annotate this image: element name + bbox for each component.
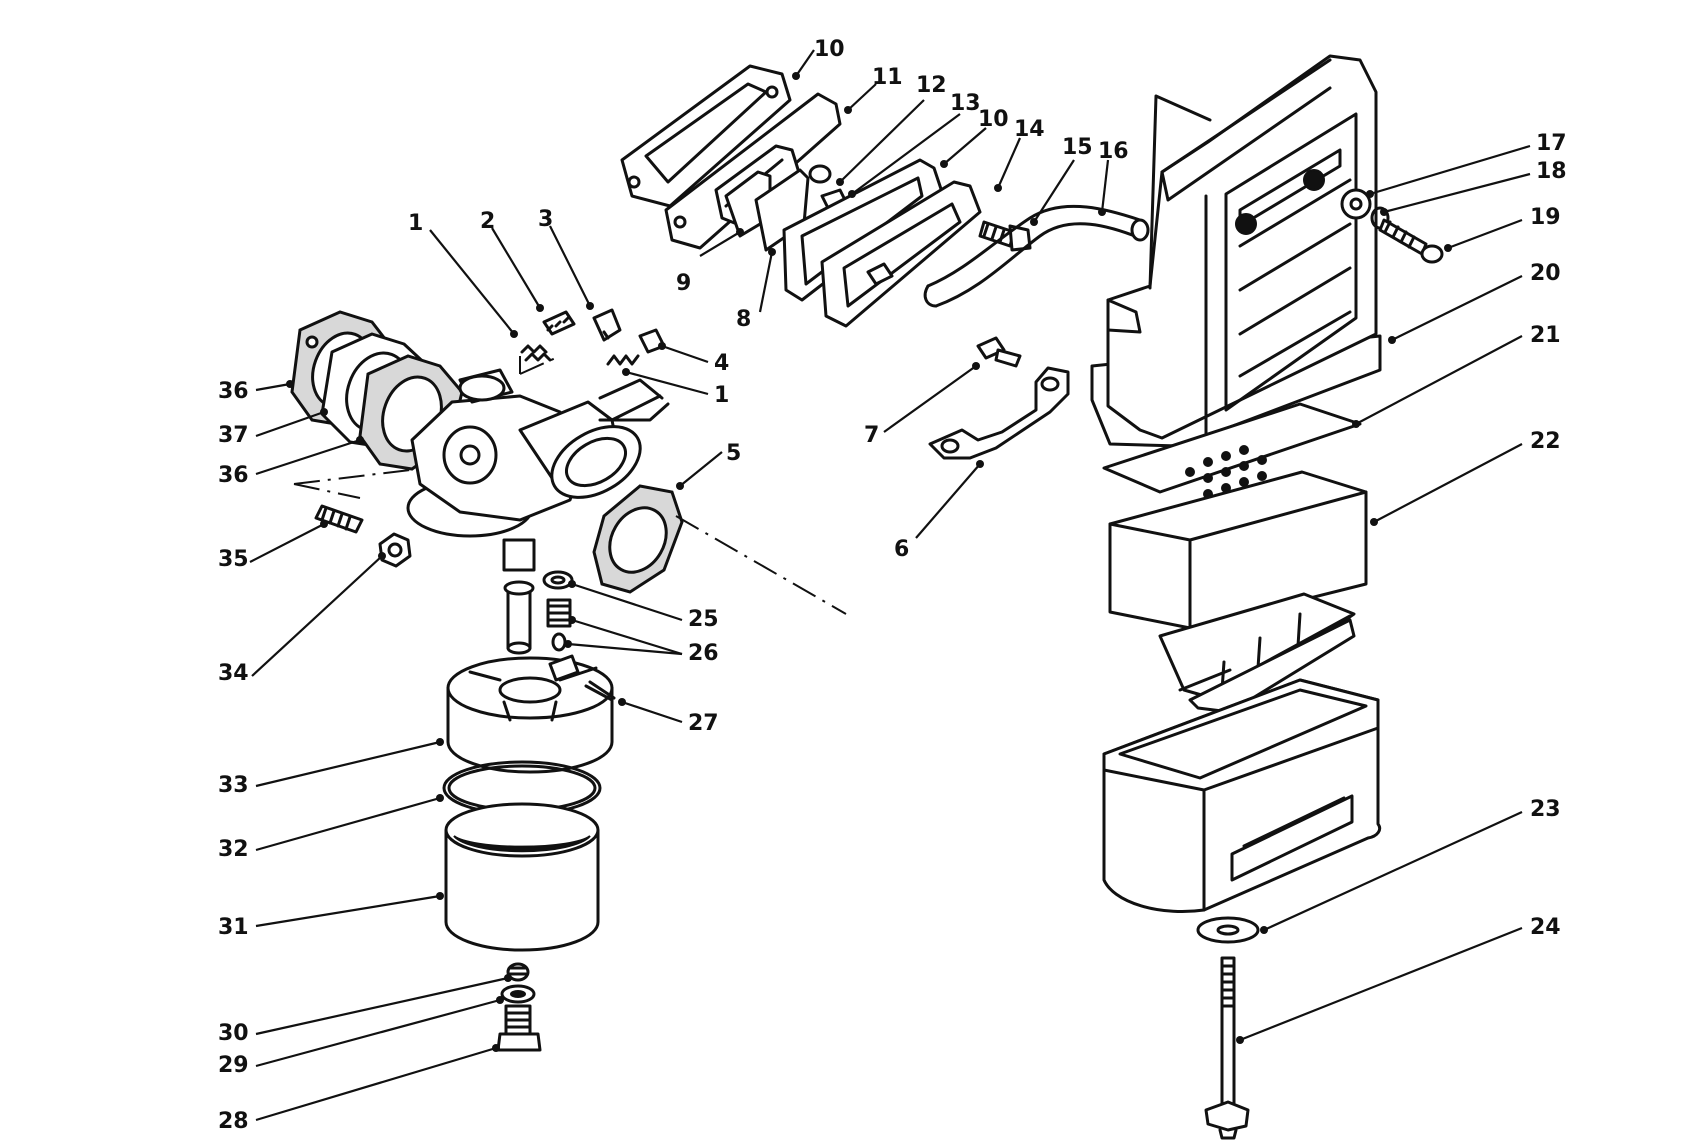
bolt-15	[978, 220, 1032, 252]
foam-element-22	[1108, 470, 1368, 630]
screw-19	[1378, 218, 1444, 264]
callout-36: 36	[218, 379, 249, 404]
callout-23: 23	[1530, 797, 1561, 822]
callout-8: 8	[736, 307, 751, 332]
breather-hose-16	[923, 204, 1150, 308]
air-cleaner-gasket	[592, 484, 684, 594]
callout-22: 22	[1530, 429, 1561, 454]
callout-20: 20	[1530, 261, 1561, 286]
bracket-6	[928, 366, 1070, 460]
spring-1b	[606, 354, 640, 366]
callout-15: 15	[1062, 135, 1093, 160]
callout-32: 32	[218, 837, 249, 862]
alignment-line	[675, 515, 847, 615]
callout-31: 31	[218, 915, 249, 940]
callout-27: 27	[688, 711, 719, 736]
callout-1-second: 1	[714, 383, 729, 408]
washer-12	[808, 164, 832, 184]
callout-33: 33	[218, 773, 249, 798]
callout-19: 19	[1530, 205, 1561, 230]
carburetor-small-parts	[520, 308, 666, 366]
gasket-plate-10	[620, 64, 792, 208]
callout-30: 30	[218, 1021, 249, 1046]
washer-25	[542, 570, 574, 590]
callout-5: 5	[726, 441, 741, 466]
leader-lines	[249, 49, 1531, 1122]
callout-37: 37	[218, 423, 249, 448]
air-cleaner-cover-20	[1090, 54, 1382, 450]
float-inlet-tube	[503, 580, 535, 655]
callout-28: 28	[218, 1109, 249, 1134]
callout-6: 6	[894, 537, 909, 562]
washer-23	[1196, 916, 1260, 944]
breather-cover-14	[820, 180, 982, 328]
needle-3	[592, 308, 622, 342]
alignment-line	[519, 355, 561, 375]
float-bowl-31	[444, 802, 600, 952]
callout-12: 12	[916, 73, 947, 98]
callout-18: 18	[1536, 159, 1567, 184]
callout-34: 34	[218, 661, 249, 686]
bowl-screw-30	[506, 962, 530, 982]
alignment-line	[293, 483, 361, 499]
callout-17: 17	[1536, 131, 1567, 156]
callout-11: 11	[872, 65, 903, 90]
callout-3: 3	[538, 207, 553, 232]
callout-7: 7	[864, 423, 879, 448]
callout-13: 13	[950, 91, 981, 116]
bowl-washer-29	[500, 984, 536, 1004]
callout-36-second: 36	[218, 463, 249, 488]
spring-1	[520, 344, 552, 362]
air-cleaner-base	[1102, 678, 1382, 914]
callout-16: 16	[1098, 139, 1129, 164]
callout-35: 35	[218, 547, 249, 572]
callout-24: 24	[1530, 915, 1561, 940]
callout-21: 21	[1530, 323, 1561, 348]
screw-7	[976, 336, 1022, 368]
valve-seat-26	[546, 598, 572, 652]
bowl-nut-28	[496, 1004, 542, 1052]
callout-9: 9	[676, 271, 691, 296]
callout-10: 10	[814, 37, 845, 62]
callout-25: 25	[688, 607, 719, 632]
callout-4: 4	[714, 351, 729, 376]
element-support	[1158, 592, 1356, 714]
nut-34	[378, 532, 412, 568]
carburetor-body	[406, 368, 670, 572]
float-pin-27	[588, 680, 616, 700]
callout-1: 1	[408, 211, 423, 236]
float-33	[446, 654, 614, 774]
callout-14: 14	[1014, 117, 1045, 142]
callout-2: 2	[480, 209, 495, 234]
callout-29: 29	[218, 1053, 249, 1078]
wing-bolt-24	[1204, 956, 1250, 1140]
alignment-line	[293, 469, 411, 485]
stud-35	[314, 504, 364, 534]
callout-10-second: 10	[978, 107, 1009, 132]
callout-26: 26	[688, 641, 719, 666]
